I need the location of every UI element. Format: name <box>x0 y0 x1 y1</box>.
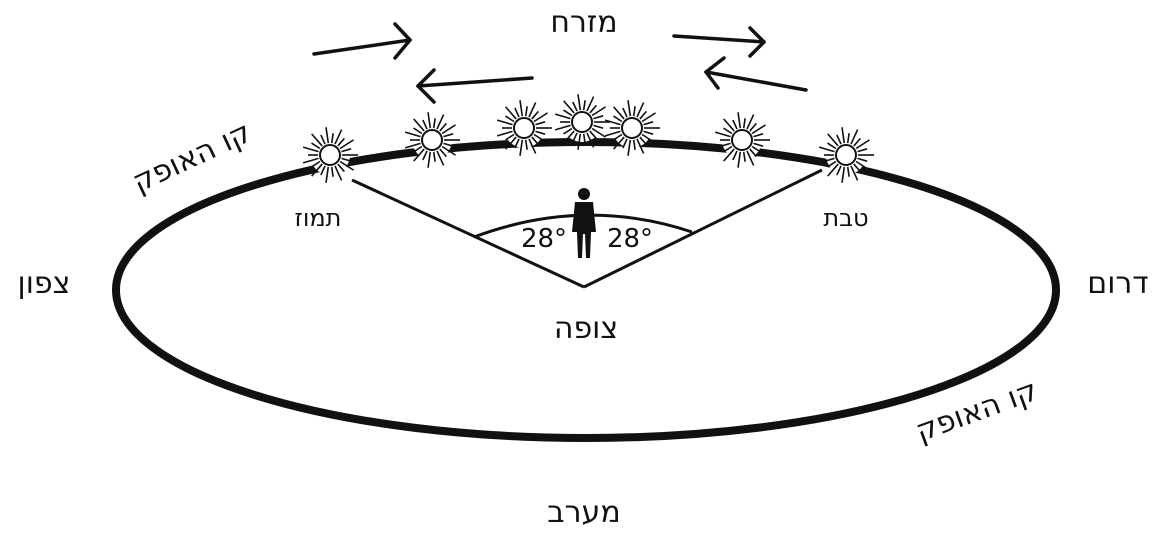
direction-east: מזרח <box>550 5 617 40</box>
direction-south: דרום <box>1087 266 1148 301</box>
arrow-icon <box>706 58 806 90</box>
month-label-right: טבת <box>823 204 868 232</box>
month-label-left: תמוז <box>295 204 342 232</box>
angle-label-left: 28° <box>521 224 567 254</box>
arrow-icon <box>418 70 532 102</box>
horizon-label-right: קו האופק <box>911 373 1042 449</box>
direction-north: צפון <box>18 266 71 301</box>
direction-west: מערב <box>547 495 620 530</box>
observer-label: צופה <box>554 311 618 346</box>
arrow-icon <box>314 24 410 58</box>
person-icon <box>572 188 596 258</box>
arrow-icon <box>674 28 764 56</box>
horizon-ellipse <box>116 102 1056 438</box>
angle-label-right: 28° <box>607 224 653 254</box>
